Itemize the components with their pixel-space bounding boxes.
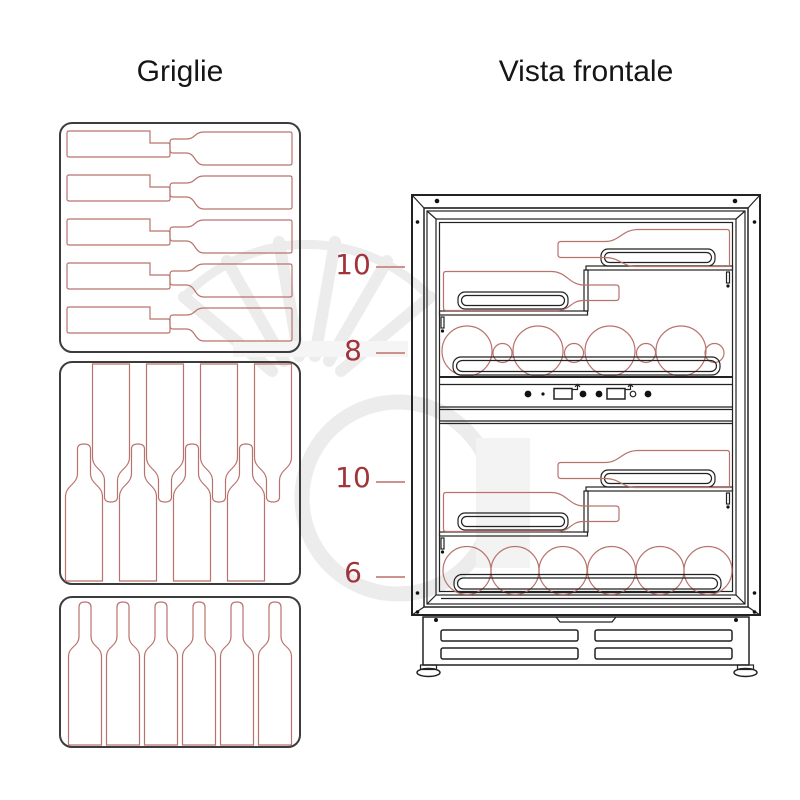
button-dot-icon bbox=[595, 390, 603, 398]
vent-slot bbox=[440, 629, 579, 642]
capacity-tick bbox=[376, 481, 405, 483]
plinth-panel bbox=[422, 616, 750, 666]
power-dot-icon bbox=[524, 390, 532, 398]
vent-slot bbox=[440, 647, 579, 660]
capacity-tick bbox=[376, 576, 405, 578]
foot-left bbox=[416, 664, 441, 678]
grid-standing-6 bbox=[59, 596, 301, 748]
vent-slot bbox=[594, 647, 733, 660]
display-icon bbox=[606, 387, 626, 400]
upper-shelf-unit bbox=[438, 228, 734, 334]
capacity-tick bbox=[376, 266, 405, 268]
grid-horizontal-10 bbox=[59, 122, 301, 353]
lower-standing-bottles-row bbox=[441, 545, 733, 600]
grid-alternating-8 bbox=[59, 361, 301, 585]
button-dot-icon bbox=[644, 390, 652, 398]
upper-standing-bottles-row bbox=[439, 325, 733, 386]
control-panel bbox=[439, 383, 733, 425]
capacity-tick bbox=[376, 352, 405, 354]
display-icon bbox=[553, 387, 573, 400]
griglie-title: Griglie bbox=[136, 55, 224, 88]
arrow-icon bbox=[625, 383, 634, 391]
capacity-label-lower-row: 6 bbox=[344, 556, 362, 589]
capacity-label-lower-shelf: 10 bbox=[335, 461, 371, 494]
vista-frontale-title: Vista frontale bbox=[498, 55, 674, 88]
lower-shelf-unit bbox=[438, 449, 734, 555]
arrow-icon bbox=[572, 383, 581, 391]
vent-slot bbox=[594, 629, 733, 642]
capacity-label-upper-row: 8 bbox=[344, 334, 362, 367]
capacity-label-upper-shelf: 10 bbox=[335, 248, 371, 281]
open-dot-icon bbox=[629, 390, 637, 398]
small-dot-icon bbox=[541, 392, 545, 396]
button-dot-icon bbox=[579, 390, 587, 398]
foot-right bbox=[733, 664, 758, 678]
feet bbox=[416, 664, 758, 678]
